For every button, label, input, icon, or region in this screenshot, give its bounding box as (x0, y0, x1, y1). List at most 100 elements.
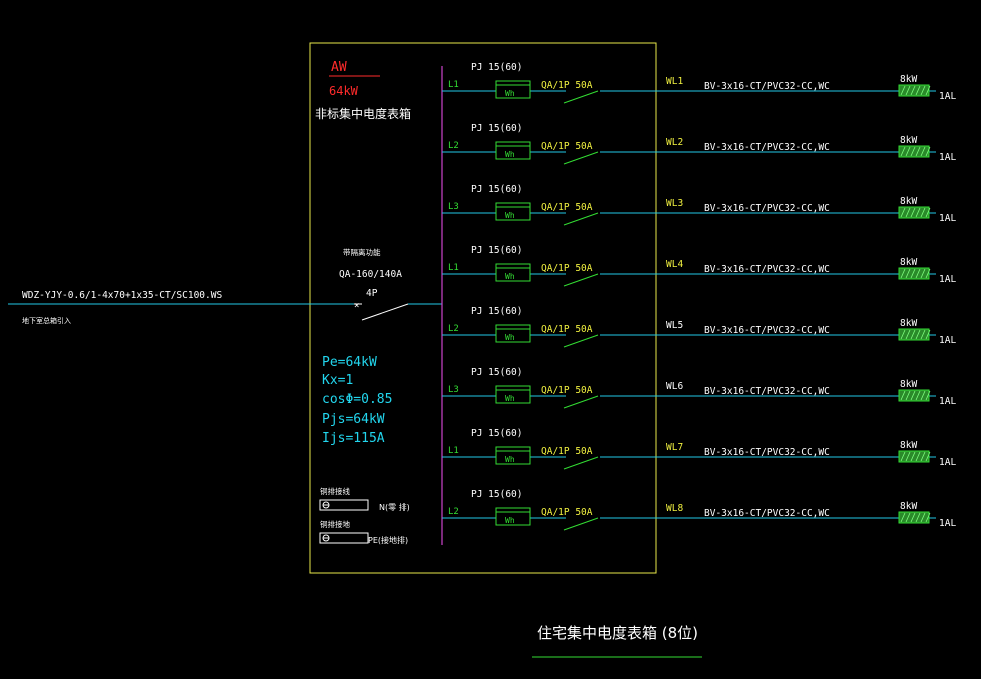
circuit-3-load-hatch (910, 207, 916, 218)
circuit-7-unit: 1AL (939, 457, 956, 468)
circuit-1-breaker-blade (563, 90, 599, 104)
calc-cos: cosΦ=0.85 (322, 392, 392, 407)
circuit-3-cable: BV-3x16-CT/PVC32-CC,WC (704, 203, 830, 214)
circuit-1-load: 8kW (900, 74, 917, 85)
circuit-8-load-hatch (900, 512, 906, 523)
circuit-1-phase: L1 (448, 80, 459, 90)
circuit-7-load-hatch (910, 451, 916, 462)
circuit-2-load-hatch (900, 146, 906, 157)
circuit-3-breaker-blade (563, 212, 599, 226)
circuit-1-load-hatch (915, 85, 921, 96)
circuit-4-load-block (898, 267, 930, 280)
circuit-1-meter-spec: PJ 15(60) (471, 62, 522, 73)
circuit-8-breaker-label: QA/1P 50A (541, 507, 593, 518)
circuit-1-load-hatch (900, 85, 906, 96)
circuit-2-unit: 1AL (939, 152, 956, 163)
pe-bar-label: PE(接地排) (368, 535, 408, 545)
box-power: 64kW (329, 84, 359, 98)
circuit-7-load-block (898, 450, 930, 463)
circuit-6-load-hatch (905, 390, 911, 401)
circuit-6-breaker-gap (566, 394, 600, 398)
circuit-4-meter-spec: PJ 15(60) (471, 245, 522, 256)
circuit-7-phase: L1 (448, 446, 459, 456)
circuit-3-load-hatch (925, 207, 931, 218)
circuit-2-meter-label: Wh (505, 150, 515, 159)
circuit-6-id: WL6 (666, 381, 683, 392)
circuit-8-load-hatch (925, 512, 931, 523)
circuit-6-load-hatch (925, 390, 931, 401)
circuit-1-load-hatch (925, 85, 931, 96)
n-bar (319, 499, 369, 511)
main-switch-name: 带隔离功能 (343, 247, 381, 257)
circuit-2-load-block (898, 145, 930, 158)
circuit-3-breaker-gap (566, 211, 600, 215)
circuit-8-load: 8kW (900, 501, 917, 512)
circuit-2-breaker-label: QA/1P 50A (541, 141, 593, 152)
circuit-1-meter-label: Wh (505, 89, 515, 98)
meter-box-outline (309, 42, 657, 574)
circuit-8-unit: 1AL (939, 518, 956, 529)
circuit-4-load-hatch (920, 268, 926, 279)
circuit-7-load-hatch (920, 451, 926, 462)
circuit-4-load-hatch (900, 268, 906, 279)
circuit-7-cable: BV-3x16-CT/PVC32-CC,WC (704, 447, 830, 458)
circuit-3-meter-spec: PJ 15(60) (471, 184, 522, 195)
circuit-6-breaker-blade (563, 395, 599, 409)
circuit-4-id: WL4 (666, 259, 683, 270)
circuit-3-load-hatch (920, 207, 926, 218)
circuit-7-breaker-gap (566, 455, 600, 459)
circuit-4-load-hatch (925, 268, 931, 279)
diagram-title: 住宅集中电度表箱 (8位) (537, 624, 698, 642)
circuit-7-load-hatch (900, 451, 906, 462)
circuit-8-breaker-blade (563, 517, 599, 531)
circuit-8-load-hatch (915, 512, 921, 523)
circuit-5-breaker-label: QA/1P 50A (541, 324, 593, 335)
circuit-5-meter-spec: PJ 15(60) (471, 306, 522, 317)
circuit-1-breaker-label: QA/1P 50A (541, 80, 593, 91)
circuit-3-load-hatch (915, 207, 921, 218)
circuit-8-load-hatch (905, 512, 911, 523)
circuit-5-load-block (898, 328, 930, 341)
circuit-7-breaker-blade (563, 456, 599, 470)
circuit-5-breaker-blade (563, 334, 599, 348)
circuit-2-breaker-blade (563, 151, 599, 165)
circuit-1-load-hatch (905, 85, 911, 96)
circuit-2-load-hatch (915, 146, 921, 157)
circuit-3-meter-label: Wh (505, 211, 515, 220)
circuit-3-load-block (898, 206, 930, 219)
box-code: AW (331, 60, 347, 75)
circuit-6-meter-spec: PJ 15(60) (471, 367, 522, 378)
circuit-8-meter-spec: PJ 15(60) (471, 489, 522, 500)
calc-pe: Pe=64kW (322, 355, 377, 370)
circuit-8-load-block (898, 511, 930, 524)
circuit-6-load-hatch (920, 390, 926, 401)
pe-bar-terminal-icon (322, 534, 330, 542)
n-bar-title: 铜排接线 (320, 486, 350, 496)
circuit-4-breaker-blade (563, 273, 599, 287)
circuit-5-id: WL5 (666, 320, 683, 331)
calc-pjs: Pjs=64kW (322, 412, 385, 427)
circuit-2-meter-spec: PJ 15(60) (471, 123, 522, 134)
circuit-7-breaker-label: QA/1P 50A (541, 446, 593, 457)
incoming-note: 地下室总箱引入 (22, 316, 71, 325)
circuit-8-cable: BV-3x16-CT/PVC32-CC,WC (704, 508, 830, 519)
circuit-3-load: 8kW (900, 196, 917, 207)
circuit-7-load-hatch (905, 451, 911, 462)
circuit-1-load-hatch (910, 85, 916, 96)
circuit-2-load-hatch (910, 146, 916, 157)
circuit-7-load-hatch (925, 451, 931, 462)
circuit-6-cable: BV-3x16-CT/PVC32-CC,WC (704, 386, 830, 397)
main-switch-cross-icon: × (354, 301, 359, 311)
circuit-1-unit: 1AL (939, 91, 956, 102)
circuit-6-load: 8kW (900, 379, 917, 390)
circuit-7-meter-spec: PJ 15(60) (471, 428, 522, 439)
main-switch-blade (361, 303, 409, 321)
circuit-5-phase: L2 (448, 324, 459, 334)
circuit-4-load: 8kW (900, 257, 917, 268)
circuit-4-load-hatch (905, 268, 911, 279)
circuit-7-meter-label: Wh (505, 455, 515, 464)
circuit-6-load-block (898, 389, 930, 402)
circuit-5-breaker-gap (566, 333, 600, 337)
circuit-5-load-hatch (920, 329, 926, 340)
